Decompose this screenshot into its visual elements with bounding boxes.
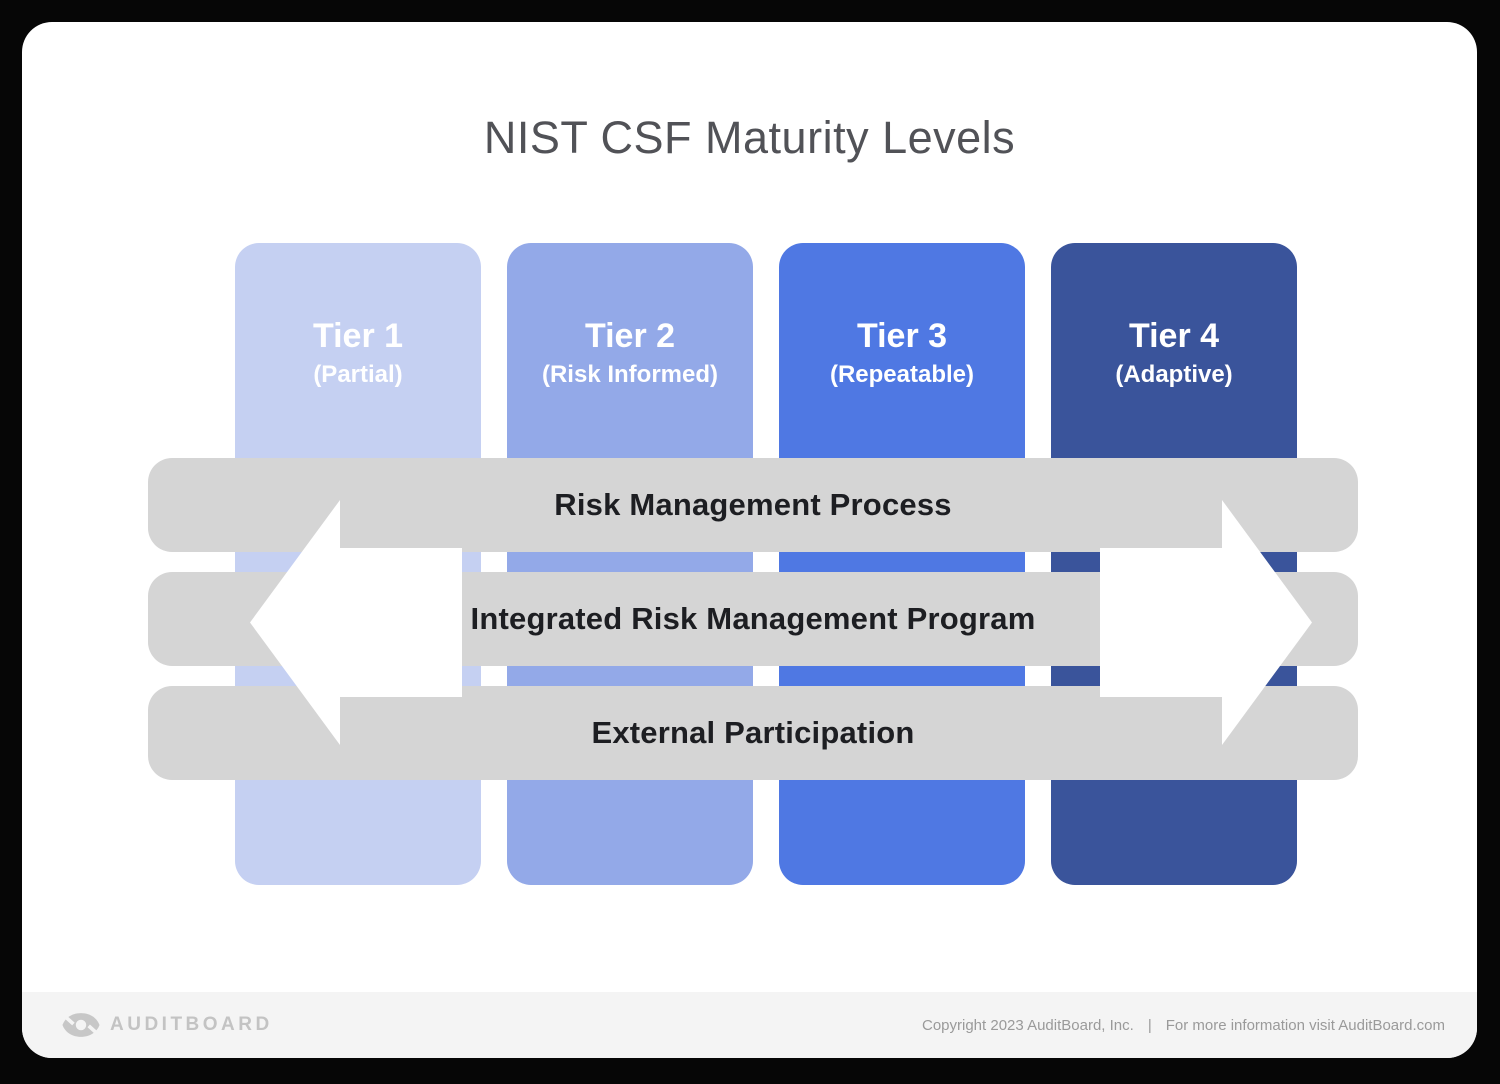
footer-copyright: Copyright 2023 AuditBoard, Inc. | For mo…: [922, 1017, 1445, 1034]
tier-4-sublabel: (Adaptive): [1115, 361, 1233, 388]
tier-3-column: Tier 3 (Repeatable): [779, 243, 1025, 885]
tier-3-name: Tier 3: [856, 317, 948, 355]
tier-1-sublabel: (Partial): [313, 361, 403, 388]
auditboard-wordmark: AUDITBOARD: [110, 1014, 273, 1035]
footer-bar: AUDITBOARD Copyright 2023 AuditBoard, In…: [22, 992, 1477, 1058]
tier-2-name: Tier 2: [584, 317, 676, 355]
band-external-participation: External Participation: [148, 686, 1358, 780]
page-title: NIST CSF Maturity Levels: [483, 112, 1016, 163]
auditboard-eye-icon: [62, 1013, 100, 1037]
band-label: External Participation: [591, 715, 915, 750]
tier-1-name: Tier 1: [312, 317, 404, 355]
tier-2-column: Tier 2 (Risk Informed): [507, 243, 753, 885]
slide-card: NIST CSF Maturity Levels Tier 1 (Partial…: [22, 22, 1477, 1058]
tier-2-sublabel: (Risk Informed): [541, 361, 718, 388]
band-risk-management-process: Risk Management Process: [148, 458, 1358, 552]
band-label: Risk Management Process: [554, 487, 952, 522]
copyright-text: Copyright 2023 AuditBoard, Inc.: [922, 1016, 1134, 1034]
footer-info-text: For more information visit AuditBoard.co…: [1165, 1016, 1445, 1034]
tier-3-sublabel: (Repeatable): [829, 361, 975, 388]
footer-separator: |: [1147, 1016, 1152, 1034]
auditboard-logo: AUDITBOARD: [62, 1006, 273, 1044]
band-label: Integrated Risk Management Program: [470, 601, 1036, 636]
tier-4-name: Tier 4: [1128, 317, 1220, 355]
